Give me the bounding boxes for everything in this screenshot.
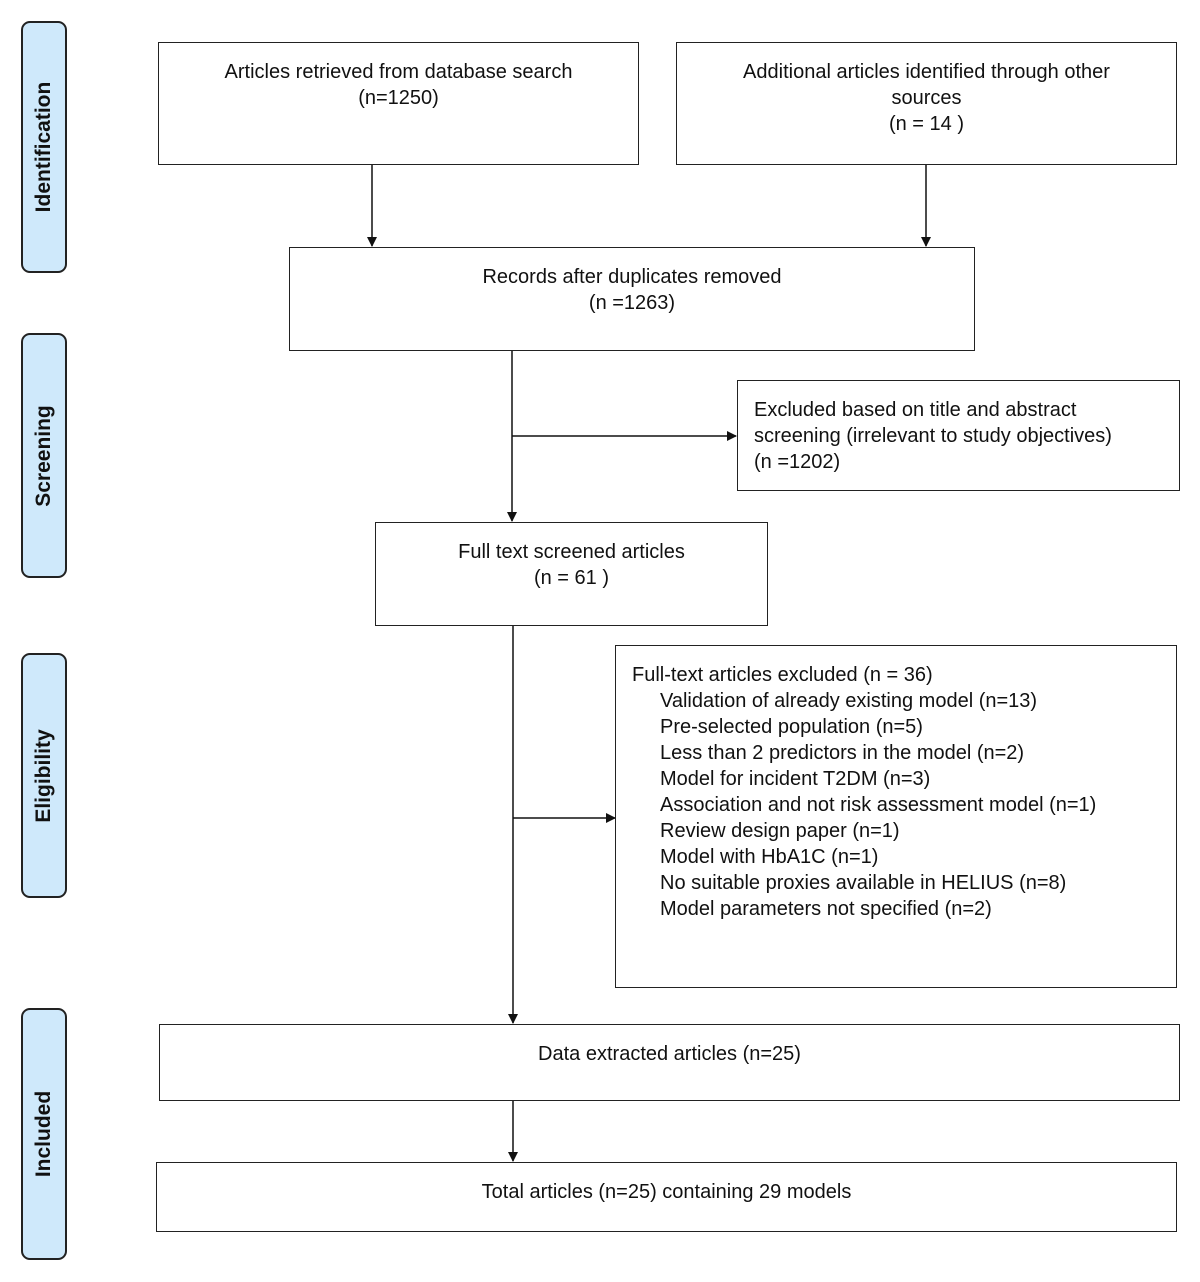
title-abstract-excluded-text-1: Excluded based on title and abstract [754, 399, 1077, 421]
full-text-screened-text: Full text screened articles [458, 541, 685, 563]
title-abstract-excluded-count: (n =1202) [754, 451, 841, 473]
phase-identification: Identification [21, 21, 67, 273]
phase-screening: Screening [21, 333, 67, 578]
total-articles-box: Total articles (n=25) containing 29 mode… [156, 1162, 1177, 1232]
total-articles-text: Total articles (n=25) containing 29 mode… [481, 1181, 852, 1203]
duplicates-removed-text: Records after duplicates removed [482, 266, 782, 288]
title-abstract-excluded-text-2: screening (irrelevant to study objective… [754, 425, 1112, 447]
exclusion-reason: Validation of already existing model (n=… [660, 690, 1038, 712]
exclusion-reason: Model for incident T2DM (n=3) [660, 768, 931, 790]
database-search-text: Articles retrieved from database search [224, 61, 573, 83]
exclusion-reason: Review design paper (n=1) [660, 820, 900, 842]
exclusion-reason: Pre-selected population (n=5) [660, 716, 923, 738]
exclusion-reason: No suitable proxies available in HELIUS … [660, 872, 1067, 894]
exclusion-reason: Association and not risk assessment mode… [660, 794, 1097, 816]
phase-included: Included [21, 1008, 67, 1260]
exclusion-reason: Less than 2 predictors in the model (n=2… [660, 742, 1025, 764]
other-sources-text-2: sources [891, 87, 962, 109]
full-text-excluded-heading: Full-text articles excluded (n = 36) [632, 664, 933, 686]
full-text-screened-box: Full text screened articles (n = 61 ) [375, 522, 768, 626]
data-extracted-text: Data extracted articles (n=25) [538, 1043, 801, 1065]
duplicates-removed-box: Records after duplicates removed (n =126… [289, 247, 975, 351]
phase-eligibility: Eligibility [21, 653, 67, 898]
exclusion-reason: Model with HbA1C (n=1) [660, 846, 879, 868]
data-extracted-box: Data extracted articles (n=25) [159, 1024, 1180, 1101]
duplicates-removed-count: (n =1263) [588, 292, 676, 314]
full-text-screened-count: (n = 61 ) [533, 567, 610, 589]
exclusion-reason: Model parameters not specified (n=2) [660, 898, 992, 920]
other-sources-box: Additional articles identified through o… [676, 42, 1177, 165]
database-search-count: (n=1250) [358, 87, 439, 109]
full-text-excluded-box: Full-text articles excluded (n = 36) Val… [615, 645, 1177, 988]
database-search-box: Articles retrieved from database search … [158, 42, 639, 165]
other-sources-count: (n = 14 ) [888, 113, 965, 135]
title-abstract-excluded-box: Excluded based on title and abstract scr… [737, 380, 1180, 491]
other-sources-text-1: Additional articles identified through o… [743, 61, 1110, 83]
